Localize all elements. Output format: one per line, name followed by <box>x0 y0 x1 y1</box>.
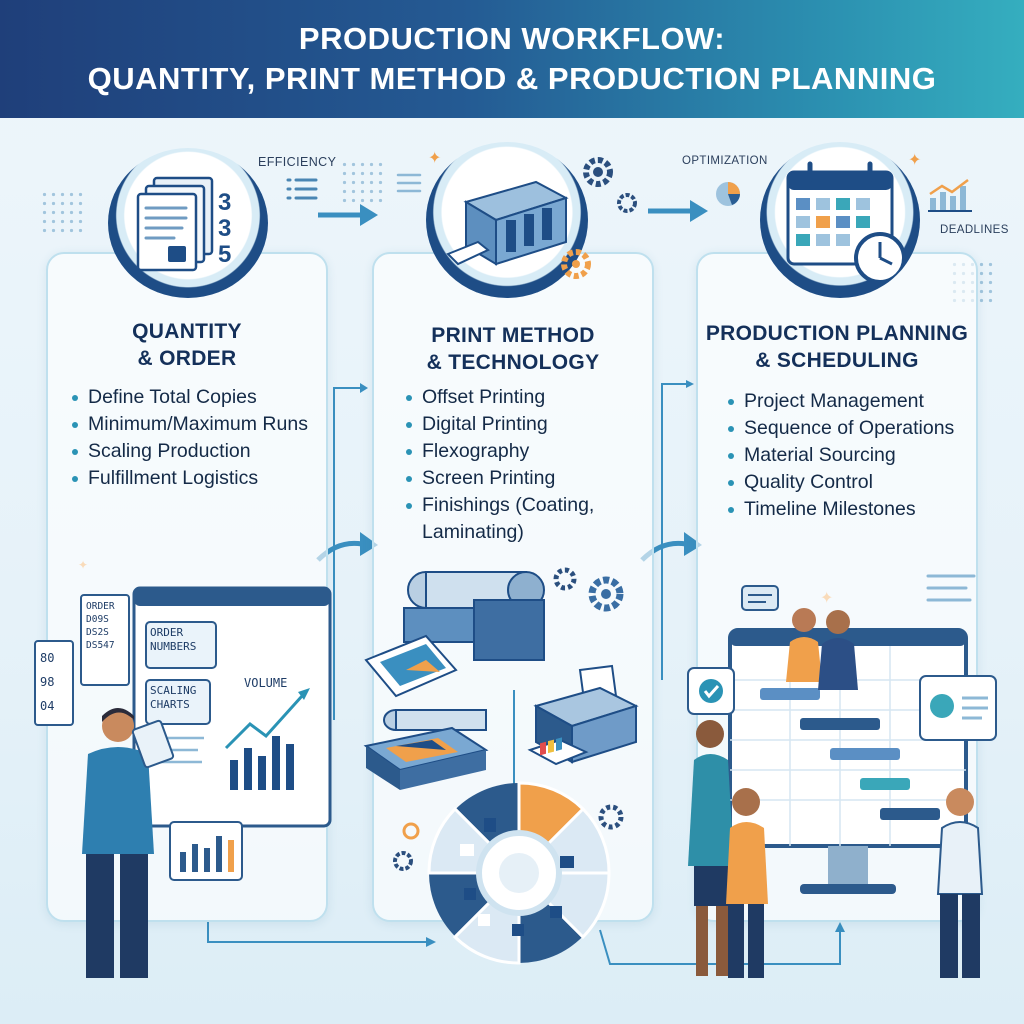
order-code: DS547 <box>86 640 115 651</box>
order-code: DS2S <box>86 627 109 638</box>
document-number-label: 335 <box>218 189 232 268</box>
list-item: Sequence of Operations <box>726 415 970 442</box>
bullet-list: Offset Printing Digital Printing Flexogr… <box>404 384 646 546</box>
ring-icon <box>402 822 420 840</box>
gear-icon <box>583 157 613 187</box>
speech-bubble-icon <box>741 585 779 611</box>
sparkle-icon: ✦ <box>428 148 442 167</box>
checkmark-card-icon <box>687 667 735 715</box>
connector-line <box>207 920 436 947</box>
team-member-person <box>688 720 734 976</box>
list-item: Fulfillment Logistics <box>70 465 320 492</box>
list-lines-icon <box>286 178 318 200</box>
gantt-monitor-illustration <box>728 628 968 894</box>
order-label: ORDER <box>86 601 115 612</box>
order-code: D09S <box>86 614 109 625</box>
decor-dots <box>40 190 84 234</box>
flow-arrow <box>648 200 708 222</box>
bullet-list: Project Management Sequence of Operation… <box>726 388 970 523</box>
person-with-clipboard <box>82 708 175 978</box>
connector-line <box>513 690 515 786</box>
column-title: PRINT METHOD& TECHNOLOGY <box>426 324 600 374</box>
mini-bar-chart-icon <box>169 821 243 881</box>
process-wheel-diagram <box>427 781 611 965</box>
efficiency-label: EFFICIENCY <box>258 155 337 169</box>
gear-icon <box>561 249 591 279</box>
list-item: Offset Printing <box>404 384 646 411</box>
printing-press-medallion <box>426 142 588 298</box>
team-member-person <box>786 608 858 690</box>
number-entry: 80 <box>40 651 55 665</box>
inkjet-printer-icon <box>527 664 639 766</box>
order-codes-card: ORDER D09S DS2S DS547 <box>80 594 130 686</box>
number-list-card: 80 98 04 <box>34 640 74 726</box>
calendar-icon <box>786 161 906 284</box>
list-item: Digital Printing <box>404 411 646 438</box>
connector-line <box>661 380 694 680</box>
decor-dots <box>340 160 384 204</box>
optimization-label: OPTIMIZATION <box>682 155 768 167</box>
roller-press-illustration <box>364 571 545 698</box>
column-title: PRODUCTION PLANNING& SCHEDULING <box>705 322 969 372</box>
documents-medallion: 335 <box>108 148 268 298</box>
list-item: Define Total Copies <box>70 384 320 411</box>
chart-card-icon <box>919 675 997 741</box>
pie-chart-icon <box>716 182 740 206</box>
page-title-line1: PRODUCTION WORKFLOW: <box>298 21 726 56</box>
gear-icon <box>617 193 637 213</box>
list-item: Project Management <box>726 388 970 415</box>
scaling-charts-label: SCALING CHARTS <box>150 684 197 711</box>
team-member-person <box>936 788 984 978</box>
number-entry: 98 <box>40 675 55 689</box>
list-item: Scaling Production <box>70 438 320 465</box>
list-lines-icon <box>396 173 422 193</box>
order-dashboard-illustration <box>132 586 332 828</box>
header-banner: PRODUCTION WORKFLOW: QUANTITY, PRINT MET… <box>0 0 1024 118</box>
sparkle-icon: ✦ <box>908 150 922 169</box>
team-member-person <box>726 788 768 978</box>
deadlines-label: DEADLINES <box>940 224 1009 236</box>
page-title-line2: QUANTITY, PRINT METHOD & PRODUCTION PLAN… <box>87 61 937 96</box>
list-item: Finishings (Coating, <box>404 492 646 519</box>
calendar-medallion <box>760 142 920 298</box>
list-item-continuation: Laminating) <box>422 521 524 543</box>
bar-chart-up-icon <box>928 179 972 212</box>
column-title: QUANTITY& ORDER <box>132 320 242 370</box>
connector-line <box>333 383 368 720</box>
offset-press-icon <box>446 180 569 266</box>
volume-label: VOLUME <box>244 676 288 690</box>
bullet-list: Define Total Copies Minimum/Maximum Runs… <box>70 384 320 492</box>
gear-icon <box>393 851 413 871</box>
list-item: Quality Control <box>726 469 970 496</box>
list-lines-icon <box>926 574 976 602</box>
gear-icon <box>598 804 624 830</box>
list-item: Screen Printing <box>404 465 646 492</box>
flow-arrow <box>318 204 378 226</box>
gear-icon <box>588 576 624 612</box>
order-numbers-label: ORDER NUMBERS <box>150 626 197 653</box>
list-item: Flexography <box>404 438 646 465</box>
stacked-documents-icon <box>136 176 214 272</box>
screen-printer-icon <box>363 709 489 790</box>
list-item: Material Sourcing <box>726 442 970 469</box>
number-entry: 04 <box>40 699 55 713</box>
gear-icon <box>553 567 577 591</box>
list-item: Timeline Milestones <box>726 496 970 523</box>
list-item: Minimum/Maximum Runs <box>70 411 320 438</box>
